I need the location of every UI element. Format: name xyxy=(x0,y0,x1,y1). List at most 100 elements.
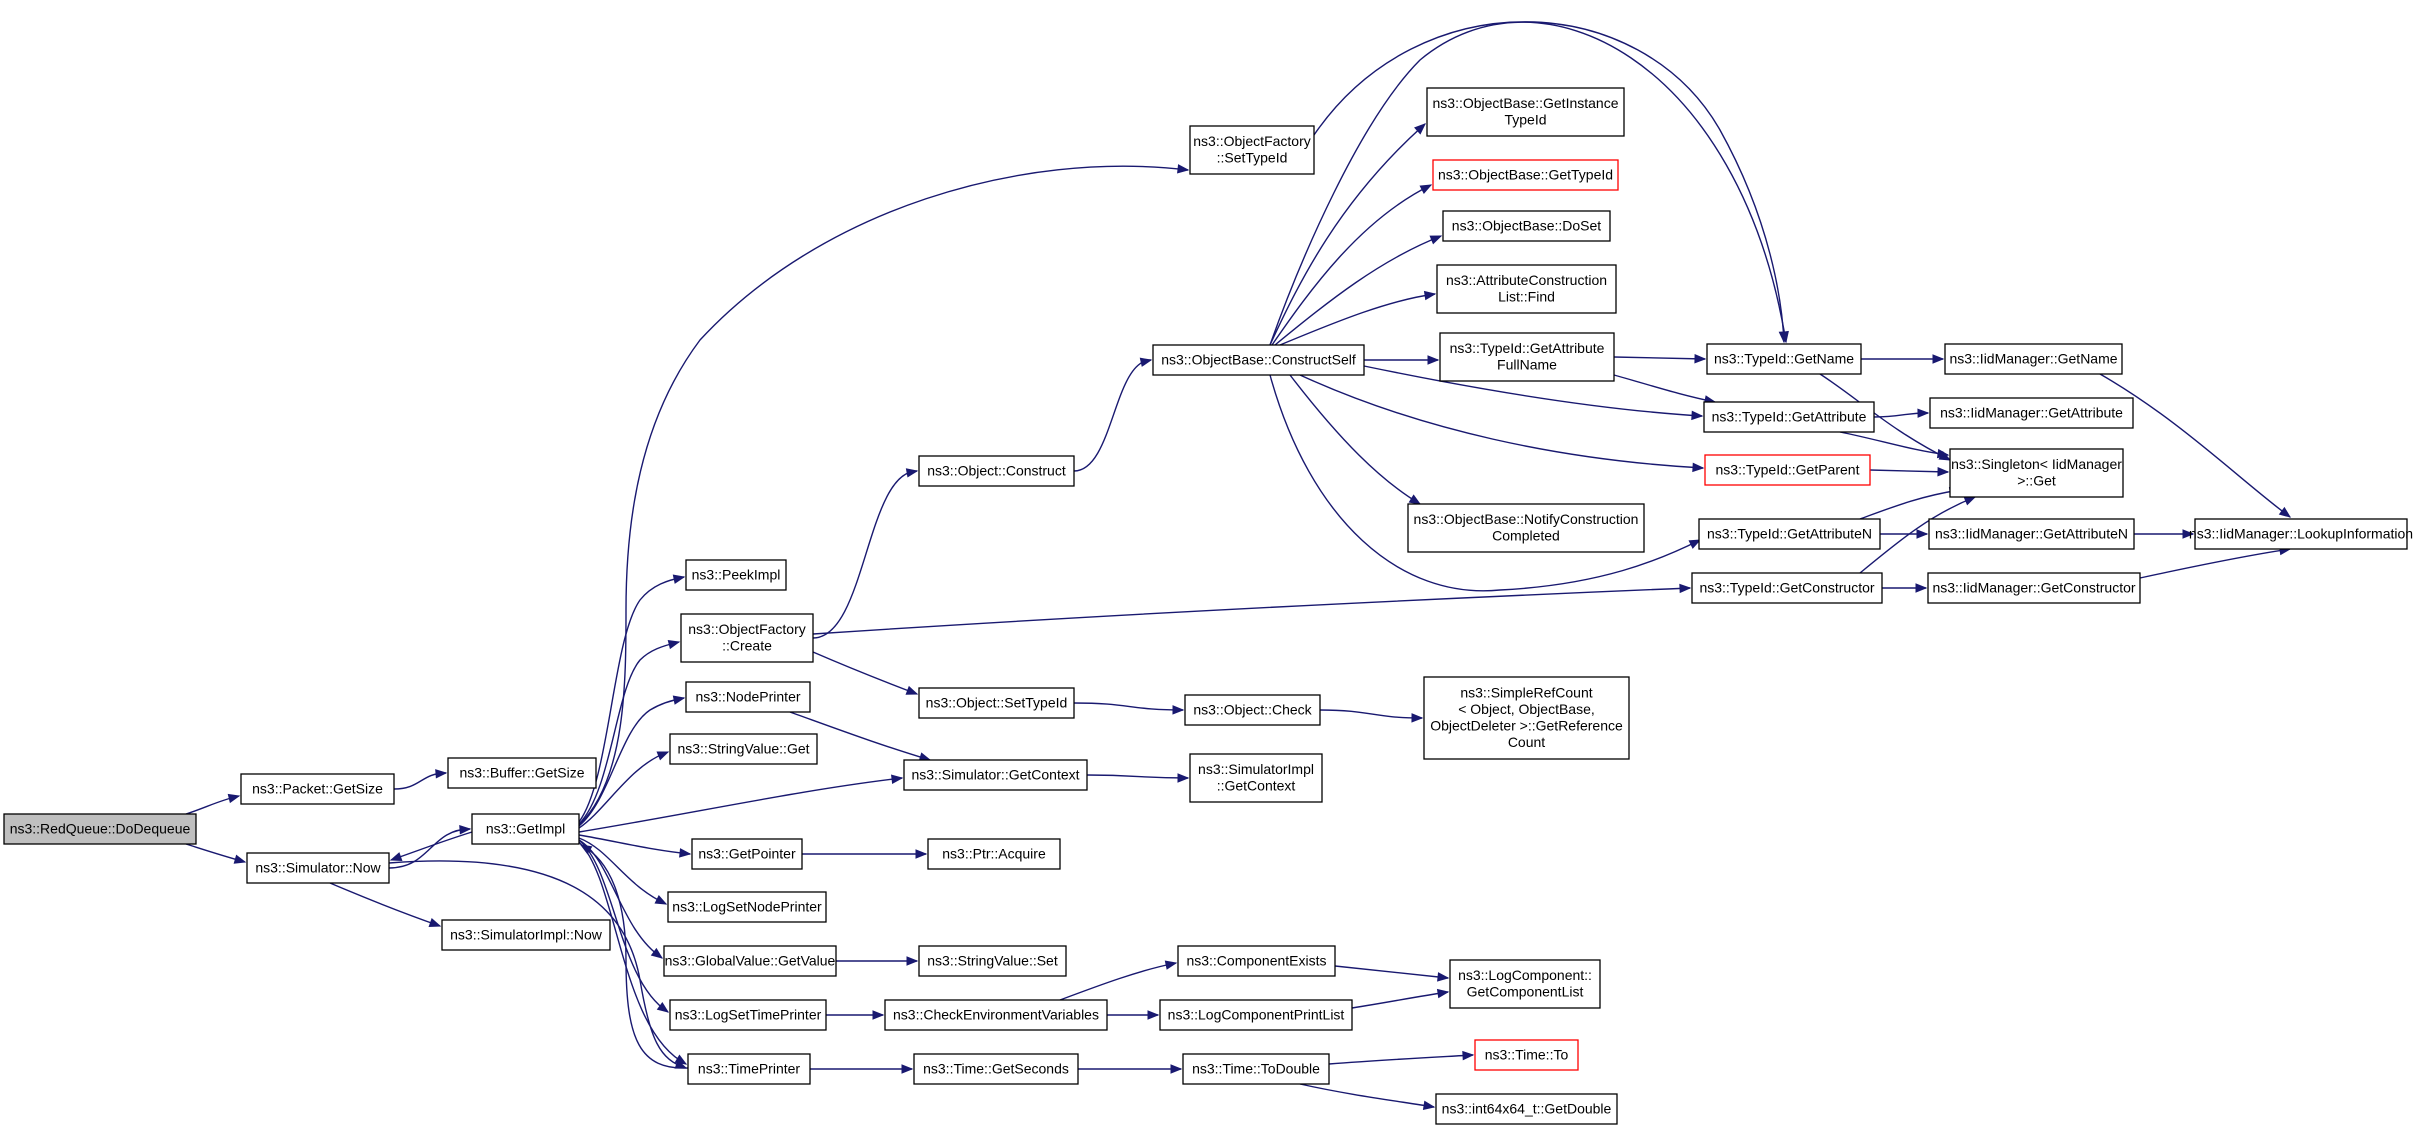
node-box[interactable] xyxy=(1442,210,1611,242)
node-box[interactable] xyxy=(1949,448,2124,498)
node-box[interactable] xyxy=(441,919,611,951)
node-simplerefcount-getreferencecount[interactable]: ns3::SimpleRefCount< Object, ObjectBase,… xyxy=(1423,676,1630,760)
node-typeid-getparent[interactable]: ns3::TypeId::GetParent xyxy=(1704,454,1871,486)
node-box[interactable] xyxy=(1449,959,1601,1009)
node-box[interactable] xyxy=(918,687,1075,719)
node-box[interactable] xyxy=(927,838,1061,870)
node-peekimpl[interactable]: ns3::PeekImpl xyxy=(685,559,787,591)
node-objectbase-gettypeid[interactable]: ns3::ObjectBase::GetTypeId xyxy=(1432,159,1619,191)
node-box[interactable] xyxy=(1439,332,1615,382)
node-iidmanager-getattribute[interactable]: ns3::IidManager::GetAttribute xyxy=(1929,397,2134,429)
node-ptr-acquire[interactable]: ns3::Ptr::Acquire xyxy=(927,838,1061,870)
node-box[interactable] xyxy=(913,1053,1079,1085)
node-stringvalue-set[interactable]: ns3::StringValue::Set xyxy=(918,945,1067,977)
node-time-todouble[interactable]: ns3::Time::ToDouble xyxy=(1182,1053,1330,1085)
node-box[interactable] xyxy=(1182,1053,1330,1085)
node-box[interactable] xyxy=(1177,945,1336,977)
node-box[interactable] xyxy=(1407,503,1645,553)
node-box[interactable] xyxy=(1189,753,1323,803)
node-box[interactable] xyxy=(1929,397,2134,429)
node-stringvalue-get[interactable]: ns3::StringValue::Get xyxy=(669,733,818,765)
node-iidmanager-getconstructor[interactable]: ns3::IidManager::GetConstructor xyxy=(1927,572,2141,604)
node-box[interactable] xyxy=(687,1053,811,1085)
node-iidmanager-getname[interactable]: ns3::IidManager::GetName xyxy=(1944,343,2123,375)
node-box[interactable] xyxy=(918,945,1067,977)
node-box[interactable] xyxy=(691,838,803,870)
node-typeid-getname[interactable]: ns3::TypeId::GetName xyxy=(1706,343,1862,375)
node-box[interactable] xyxy=(240,773,395,805)
node-box[interactable] xyxy=(1706,343,1862,375)
node-box[interactable] xyxy=(1704,454,1871,486)
node-box[interactable] xyxy=(669,999,827,1031)
node-box[interactable] xyxy=(685,559,787,591)
node-box[interactable] xyxy=(1423,676,1630,760)
node-getimpl[interactable]: ns3::GetImpl xyxy=(471,813,580,845)
node-packet-getsize[interactable]: ns3::Packet::GetSize xyxy=(240,773,395,805)
node-objectbase-constructself[interactable]: ns3::ObjectBase::ConstructSelf xyxy=(1152,344,1365,376)
node-box[interactable] xyxy=(246,852,390,884)
node-objectfactory-create[interactable]: ns3::ObjectFactory::Create xyxy=(680,613,814,663)
node-time-getseconds[interactable]: ns3::Time::GetSeconds xyxy=(913,1053,1079,1085)
node-box[interactable] xyxy=(1436,264,1617,314)
node-globalvalue-getvalue[interactable]: ns3::GlobalValue::GetValue xyxy=(663,945,837,977)
node-box[interactable] xyxy=(1474,1039,1579,1071)
node-box[interactable] xyxy=(1426,87,1625,137)
node-typeid-getconstructor[interactable]: ns3::TypeId::GetConstructor xyxy=(1691,572,1883,604)
node-iidmanager-lookupinformation[interactable]: ns3::IidManager::LookupInformation xyxy=(2189,518,2413,550)
node-box[interactable] xyxy=(1928,518,2135,550)
node-object-settypeid[interactable]: ns3::Object::SetTypeId xyxy=(918,687,1075,719)
node-box[interactable] xyxy=(1159,999,1353,1031)
node-box[interactable] xyxy=(1691,572,1883,604)
node-box[interactable] xyxy=(918,455,1075,487)
node-simulatorimpl-getcontext[interactable]: ns3::SimulatorImpl::GetContext xyxy=(1189,753,1323,803)
node-simulator-now[interactable]: ns3::Simulator::Now xyxy=(246,852,390,884)
node-box[interactable] xyxy=(680,613,814,663)
node-objectfactory-settypeid[interactable]: ns3::ObjectFactory::SetTypeId xyxy=(1189,125,1315,175)
node-objectbase-doset[interactable]: ns3::ObjectBase::DoSet xyxy=(1442,210,1611,242)
node-box[interactable] xyxy=(3,813,197,845)
node-typeid-getattribute[interactable]: ns3::TypeId::GetAttribute xyxy=(1703,401,1875,433)
node-singleton-get[interactable]: ns3::Singleton< IidManager>::Get xyxy=(1949,448,2124,498)
node-getpointer[interactable]: ns3::GetPointer xyxy=(691,838,803,870)
node-timeprinter[interactable]: ns3::TimePrinter xyxy=(687,1053,811,1085)
node-box[interactable] xyxy=(667,891,827,923)
node-box[interactable] xyxy=(884,999,1108,1031)
node-box[interactable] xyxy=(1435,1093,1618,1125)
node-box[interactable] xyxy=(1189,125,1315,175)
node-box[interactable] xyxy=(1152,344,1365,376)
node-box[interactable] xyxy=(1944,343,2123,375)
node-object-check[interactable]: ns3::Object::Check xyxy=(1184,694,1321,726)
node-time-to[interactable]: ns3::Time::To xyxy=(1474,1039,1579,1071)
node-box[interactable] xyxy=(1927,572,2141,604)
node-objectbase-notifyconstructioncompleted[interactable]: ns3::ObjectBase::NotifyConstructionCompl… xyxy=(1407,503,1645,553)
node-box[interactable] xyxy=(2194,518,2408,550)
node-box[interactable] xyxy=(1703,401,1875,433)
node-typeid-getattributen[interactable]: ns3::TypeId::GetAttributeN xyxy=(1698,518,1881,550)
node-logcomponent-getcomponentlist[interactable]: ns3::LogComponent::GetComponentList xyxy=(1449,959,1601,1009)
node-logsetnodeprinter[interactable]: ns3::LogSetNodePrinter xyxy=(667,891,827,923)
node-logsettimeprinter[interactable]: ns3::LogSetTimePrinter xyxy=(669,999,827,1031)
node-int64x64-getdouble[interactable]: ns3::int64x64_t::GetDouble xyxy=(1435,1093,1618,1125)
node-iidmanager-getattributen[interactable]: ns3::IidManager::GetAttributeN xyxy=(1928,518,2135,550)
node-object-construct[interactable]: ns3::Object::Construct xyxy=(918,455,1075,487)
node-box[interactable] xyxy=(903,759,1088,791)
node-box[interactable] xyxy=(1698,518,1881,550)
node-box[interactable] xyxy=(1184,694,1321,726)
node-simulator-getcontext[interactable]: ns3::Simulator::GetContext xyxy=(903,759,1088,791)
node-buffer-getsize[interactable]: ns3::Buffer::GetSize xyxy=(447,757,597,789)
node-logcomponentprintlist[interactable]: ns3::LogComponentPrintList xyxy=(1159,999,1353,1031)
node-box[interactable] xyxy=(685,681,811,713)
node-nodeprinter[interactable]: ns3::NodePrinter xyxy=(685,681,811,713)
node-redqueue-dodequeue[interactable]: ns3::RedQueue::DoDequeue xyxy=(3,813,197,845)
node-box[interactable] xyxy=(663,945,837,977)
node-box[interactable] xyxy=(1432,159,1619,191)
node-box[interactable] xyxy=(669,733,818,765)
node-simulatorimpl-now[interactable]: ns3::SimulatorImpl::Now xyxy=(441,919,611,951)
node-box[interactable] xyxy=(471,813,580,845)
node-checkenvironmentvariables[interactable]: ns3::CheckEnvironmentVariables xyxy=(884,999,1108,1031)
node-box[interactable] xyxy=(447,757,597,789)
node-componentexists[interactable]: ns3::ComponentExists xyxy=(1177,945,1336,977)
